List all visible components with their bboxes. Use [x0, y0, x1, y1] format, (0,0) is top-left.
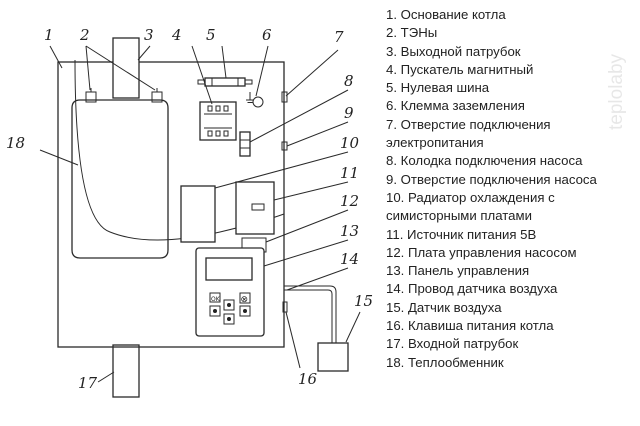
- callout-7: 7: [334, 28, 344, 46]
- legend-item: 12. Плата управления насосом: [386, 244, 577, 260]
- legend-item: 10. Радиатор охлаждения с: [386, 189, 555, 205]
- legend-item: 2. ТЭНы: [386, 25, 438, 41]
- legend-item: 17. Входной патрубок: [386, 336, 519, 352]
- control-panel: OK ⊗: [195, 247, 265, 337]
- callout-2: 2: [79, 26, 90, 44]
- callout-18: 18: [6, 134, 25, 152]
- air-sensor: [317, 342, 349, 372]
- legend-item: 5. Нулевая шина: [386, 80, 490, 96]
- legend-item: 16. Клавиша питания котла: [386, 318, 554, 334]
- callout-9: 9: [344, 104, 354, 122]
- power-switch: [282, 301, 288, 313]
- legend-item: 18. Теплообменник: [386, 354, 504, 370]
- boiler-wiring-diagram: OK ⊗ 1 2 3: [6, 26, 373, 398]
- leader-lines: [39, 45, 361, 383]
- legend-item: 7. Отверстие подключения: [386, 116, 551, 132]
- outlet-pipe: [112, 37, 140, 99]
- legend-item: 4. Пускатель магнитный: [386, 61, 534, 77]
- callout-17: 17: [78, 374, 98, 392]
- legend-item: 11. Источник питания 5В: [386, 226, 537, 242]
- ground-terminal: [246, 92, 264, 108]
- callout-3: 3: [144, 26, 154, 44]
- legend-item: 15. Датчик воздуха: [386, 299, 502, 315]
- callout-6: 6: [262, 26, 272, 44]
- callout-8: 8: [344, 72, 354, 90]
- legend-item: 14. Провод датчика воздуха: [386, 281, 558, 297]
- callout-15: 15: [354, 292, 373, 310]
- watermark-text: teplolaby: [606, 53, 627, 130]
- pump-terminal-block: [239, 131, 251, 157]
- callout-4: 4: [171, 26, 182, 44]
- callout-1: 1: [44, 26, 54, 44]
- callout-13: 13: [340, 222, 359, 240]
- legend-list: 1. Основание котла 2. ТЭНы 3. Выходной п…: [386, 6, 636, 372]
- legend-item: 8. Колодка подключения насоса: [386, 153, 583, 169]
- panel-ok-button: OK: [211, 296, 221, 303]
- neutral-bus: [197, 77, 253, 87]
- callout-14: 14: [340, 250, 359, 268]
- legend-item: 9. Отверстие подключения насоса: [386, 171, 597, 187]
- legend-item: 6. Клемма заземления: [386, 98, 525, 114]
- legend-item: 13. Панель управления: [386, 263, 530, 279]
- legend-item: 1. Основание котла: [386, 7, 506, 22]
- psu-5v: [235, 181, 275, 235]
- callout-16: 16: [298, 370, 318, 388]
- air-sensor-wire: [284, 285, 337, 343]
- boiler-base-plate: [57, 61, 285, 348]
- panel-cancel-button: ⊗: [241, 295, 249, 305]
- inlet-pipe: [112, 344, 140, 398]
- heat-exchanger: [71, 99, 169, 259]
- panel-display: [205, 257, 253, 281]
- legend-item: 3. Выходной патрубок: [386, 43, 521, 59]
- triac-radiator: [180, 185, 216, 243]
- callout-12: 12: [340, 192, 359, 210]
- magnetic-starter: [199, 101, 237, 141]
- power-entry-hole: [281, 91, 288, 103]
- callout-10: 10: [340, 134, 360, 152]
- legend-item: симисторными платами: [386, 208, 532, 224]
- legend-item: электропитания: [386, 135, 484, 151]
- callout-11: 11: [340, 164, 359, 182]
- callout-5: 5: [206, 26, 216, 44]
- heater-elements: [85, 88, 163, 103]
